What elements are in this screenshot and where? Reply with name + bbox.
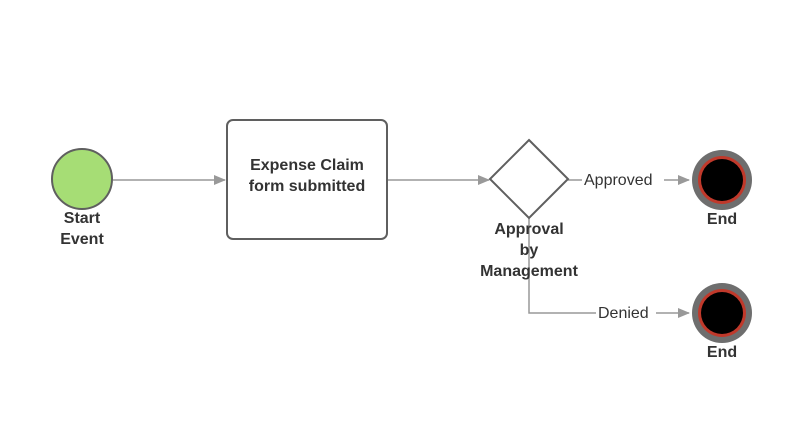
gateway-label: Approval by Management [480,221,578,280]
task-label: Expense Claim form submitted [248,157,366,195]
end-denied-label: End [706,344,738,361]
end-approved-label: End [706,211,738,228]
task-box [226,119,388,240]
start-event-label: Start Event [60,210,104,248]
flow-label-denied: Denied [598,305,649,322]
gateway-diamond [488,138,570,220]
flow-denied-line-a [528,218,596,314]
end-event-denied [692,283,752,343]
start-event-circle [51,148,113,210]
end-event-approved [692,150,752,210]
flow-label-approved: Approved [584,172,653,189]
